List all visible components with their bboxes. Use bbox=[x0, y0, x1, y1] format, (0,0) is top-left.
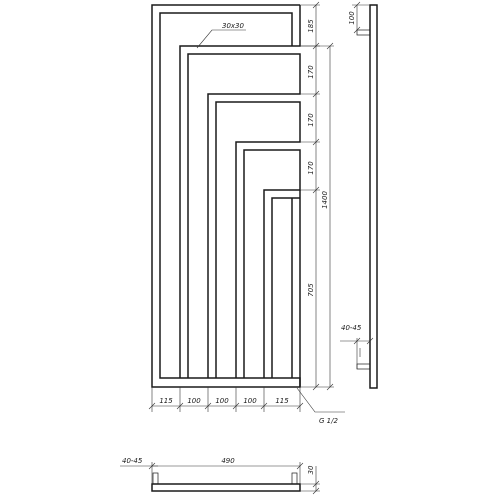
hdim-label-1: 115 bbox=[159, 397, 173, 405]
overall-width-label: 490 bbox=[221, 457, 235, 465]
bottom-view: 490 40-45 30 bbox=[120, 457, 320, 495]
vdim-label-4: 170 bbox=[307, 161, 315, 175]
vdim-label-5: 705 bbox=[307, 283, 315, 297]
hdim-label-4: 100 bbox=[243, 397, 257, 405]
bar-4 bbox=[263, 149, 301, 378]
overall-width-ext bbox=[151, 462, 301, 484]
vdim-label-1: 185 bbox=[307, 19, 315, 33]
overall-height-ticks bbox=[326, 42, 334, 391]
side-view: 100 40-45 bbox=[340, 1, 378, 389]
bar-3 bbox=[235, 101, 301, 378]
depth-ticks bbox=[312, 480, 320, 495]
outer-frame bbox=[151, 4, 301, 388]
bottom-wall-distance-label: 40-45 bbox=[122, 457, 143, 465]
hdim-ext-lines bbox=[151, 387, 301, 412]
bottom-left-stub bbox=[152, 472, 159, 485]
outer-frame-top-right bbox=[292, 5, 301, 47]
hdim-label-2: 100 bbox=[187, 397, 201, 405]
side-profile bbox=[369, 4, 378, 389]
thread-leader bbox=[296, 387, 345, 413]
vdim-label-3: 170 bbox=[307, 113, 315, 127]
bar-1 bbox=[179, 45, 292, 378]
top-offset-ticks bbox=[353, 1, 361, 34]
profile-leader bbox=[196, 29, 246, 49]
thread-label: G 1/2 bbox=[319, 417, 338, 425]
hdim-label-3: 100 bbox=[215, 397, 229, 405]
bar-2 bbox=[207, 53, 301, 378]
side-top-bracket bbox=[356, 29, 371, 36]
bottom-right-stub bbox=[291, 472, 298, 485]
top-offset-label: 100 bbox=[348, 11, 356, 25]
hdim-label-5: 115 bbox=[275, 397, 289, 405]
profile-label: 30x30 bbox=[222, 22, 245, 30]
wall-distance-label: 40-45 bbox=[341, 324, 362, 332]
front-view: 30x30 185 170 170 170 705 1400 115 100 1… bbox=[148, 1, 345, 425]
overall-height-label: 1400 bbox=[321, 191, 329, 209]
depth-label: 30 bbox=[307, 465, 315, 474]
bottom-profile bbox=[151, 483, 301, 492]
right-collector bbox=[291, 190, 301, 387]
vdim-label-2: 170 bbox=[307, 65, 315, 79]
depth-ext bbox=[300, 483, 320, 492]
hdim-ticks bbox=[148, 402, 304, 410]
side-bottom-bracket bbox=[356, 363, 371, 370]
